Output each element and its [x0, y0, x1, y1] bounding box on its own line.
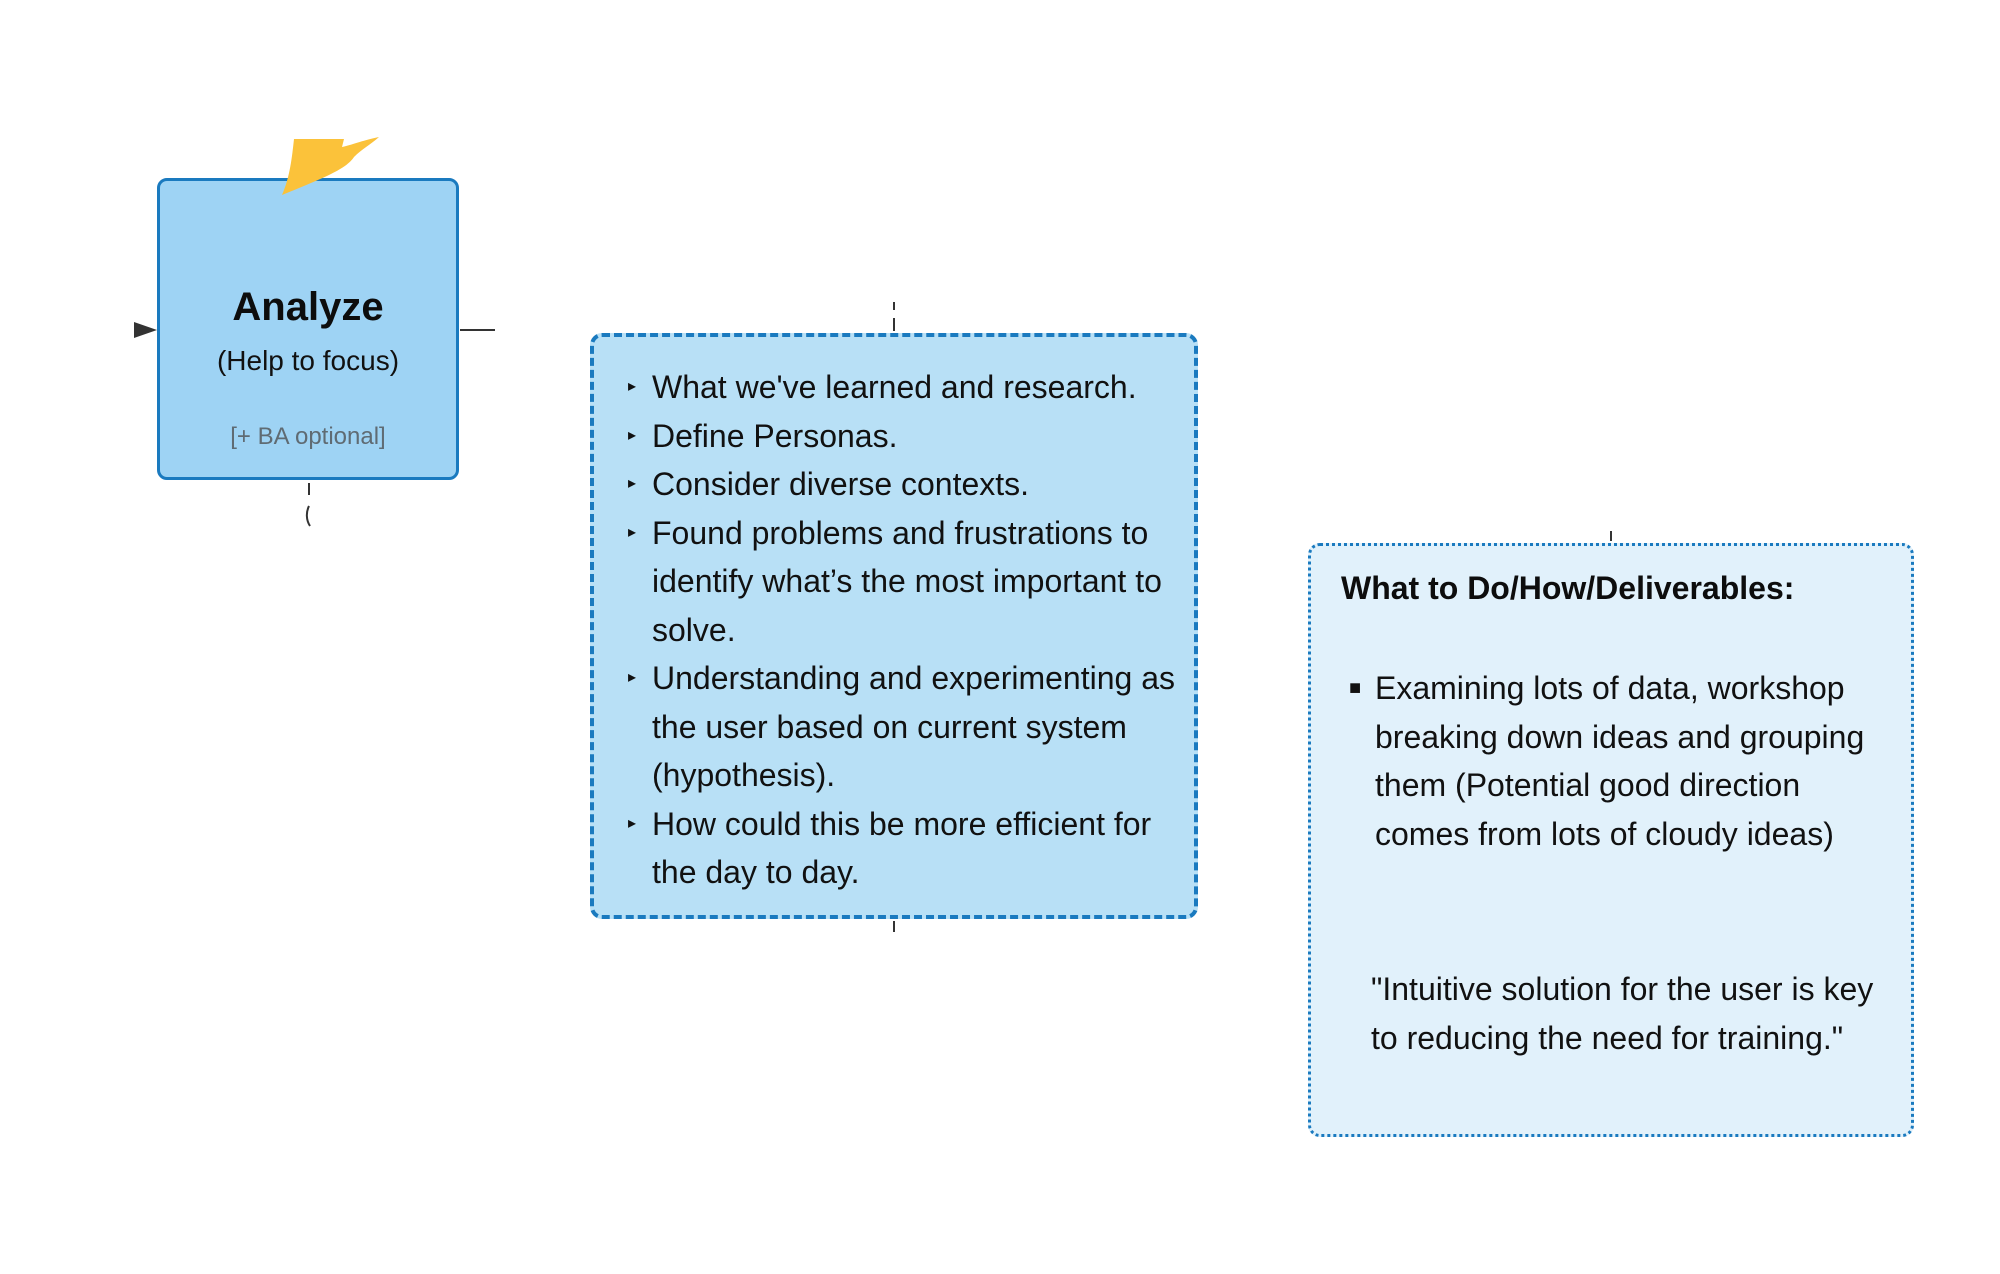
analyze-title: Analyze: [232, 285, 384, 329]
list-item: ▸ Understanding and experimenting as the …: [628, 654, 1188, 800]
outgoing-connector-bottom: [305, 483, 311, 527]
list-item-text: How could this be more efficient for the…: [652, 805, 1152, 891]
list-item-text: Understanding and experimenting as the u…: [652, 660, 1175, 793]
incoming-arrowhead-icon: [134, 322, 157, 338]
list-item-text: What we've learned and research.: [652, 369, 1137, 405]
analyze-node[interactable]: Analyze (Help to focus) [+ BA optional]: [157, 178, 459, 480]
list-item: ▸ Define Personas.: [628, 412, 1188, 461]
details-list: ▸ What we've learned and research. ▸ Defin…: [628, 363, 1188, 897]
bullet-triangle-icon: ▸: [628, 669, 637, 686]
bullet-triangle-icon: ▸: [628, 378, 637, 395]
deliverables-item: Examining lots of data, workshop breakin…: [1375, 670, 1865, 852]
analysis-details-box[interactable]: ▸ What we've learned and research. ▸ Defin…: [590, 333, 1198, 919]
list-item: ▸ Consider diverse contexts.: [628, 460, 1188, 509]
bullet-triangle-icon: ▸: [628, 475, 637, 492]
list-item-text: Consider diverse contexts.: [652, 466, 1030, 502]
bullet-triangle-icon: ▸: [628, 814, 637, 832]
bullet-triangle-icon: ▸: [628, 523, 637, 541]
deliverables-quote: "Intuitive solution for the user is key …: [1371, 971, 1874, 1056]
analyze-subtitle: (Help to focus): [216, 345, 400, 376]
list-item: ▸ What we've learned and research.: [628, 363, 1188, 412]
bullet-square-icon: ■: [1349, 677, 1362, 699]
bullet-triangle-icon: ▸: [628, 426, 637, 444]
list-item: ▸ Found problems and frustrations to iden…: [628, 509, 1188, 655]
deliverables-heading: What to Do/How/Deliverables:: [1341, 570, 1795, 606]
deliverables-box[interactable]: What to Do/How/Deliverables: ■ Examining…: [1308, 543, 1914, 1137]
list-item-text: Found problems and frustrations to ident…: [652, 514, 1162, 648]
sticky-tag-icon: [282, 137, 379, 195]
list-item: ▸ How could this be more efficient for th…: [628, 800, 1188, 897]
analyze-note: [+ BA optional]: [230, 423, 386, 450]
list-item-text: Define Personas.: [652, 417, 898, 454]
